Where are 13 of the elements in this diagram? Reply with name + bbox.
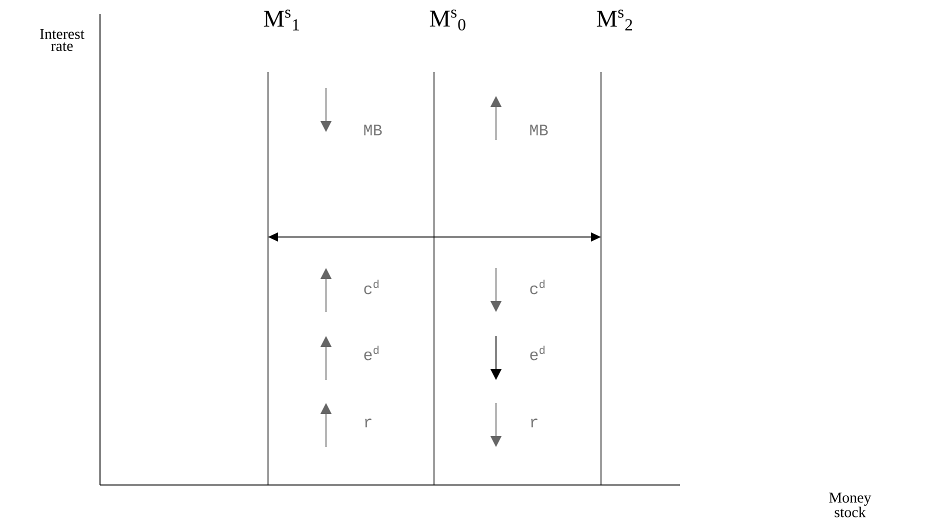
change-label: r [531, 418, 538, 428]
change-label: MB [364, 124, 382, 136]
change-label: c$^{d}$ [530, 280, 545, 294]
curve-label: M$^{s}$1 [264, 10, 299, 30]
change-label: r [365, 418, 372, 428]
curve-label: M$^{s}$0 [430, 10, 466, 30]
change-label: e$^{d}$ [364, 346, 379, 360]
change-label: MB [530, 124, 548, 136]
change-label: e$^{d}$ [530, 346, 545, 360]
axis-label: Money stock [829, 492, 872, 518]
axis-label: Interest rate [40, 29, 84, 51]
change-label: c$^{d}$ [364, 280, 379, 294]
curve-label: M$^{s}$2 [596, 10, 632, 30]
